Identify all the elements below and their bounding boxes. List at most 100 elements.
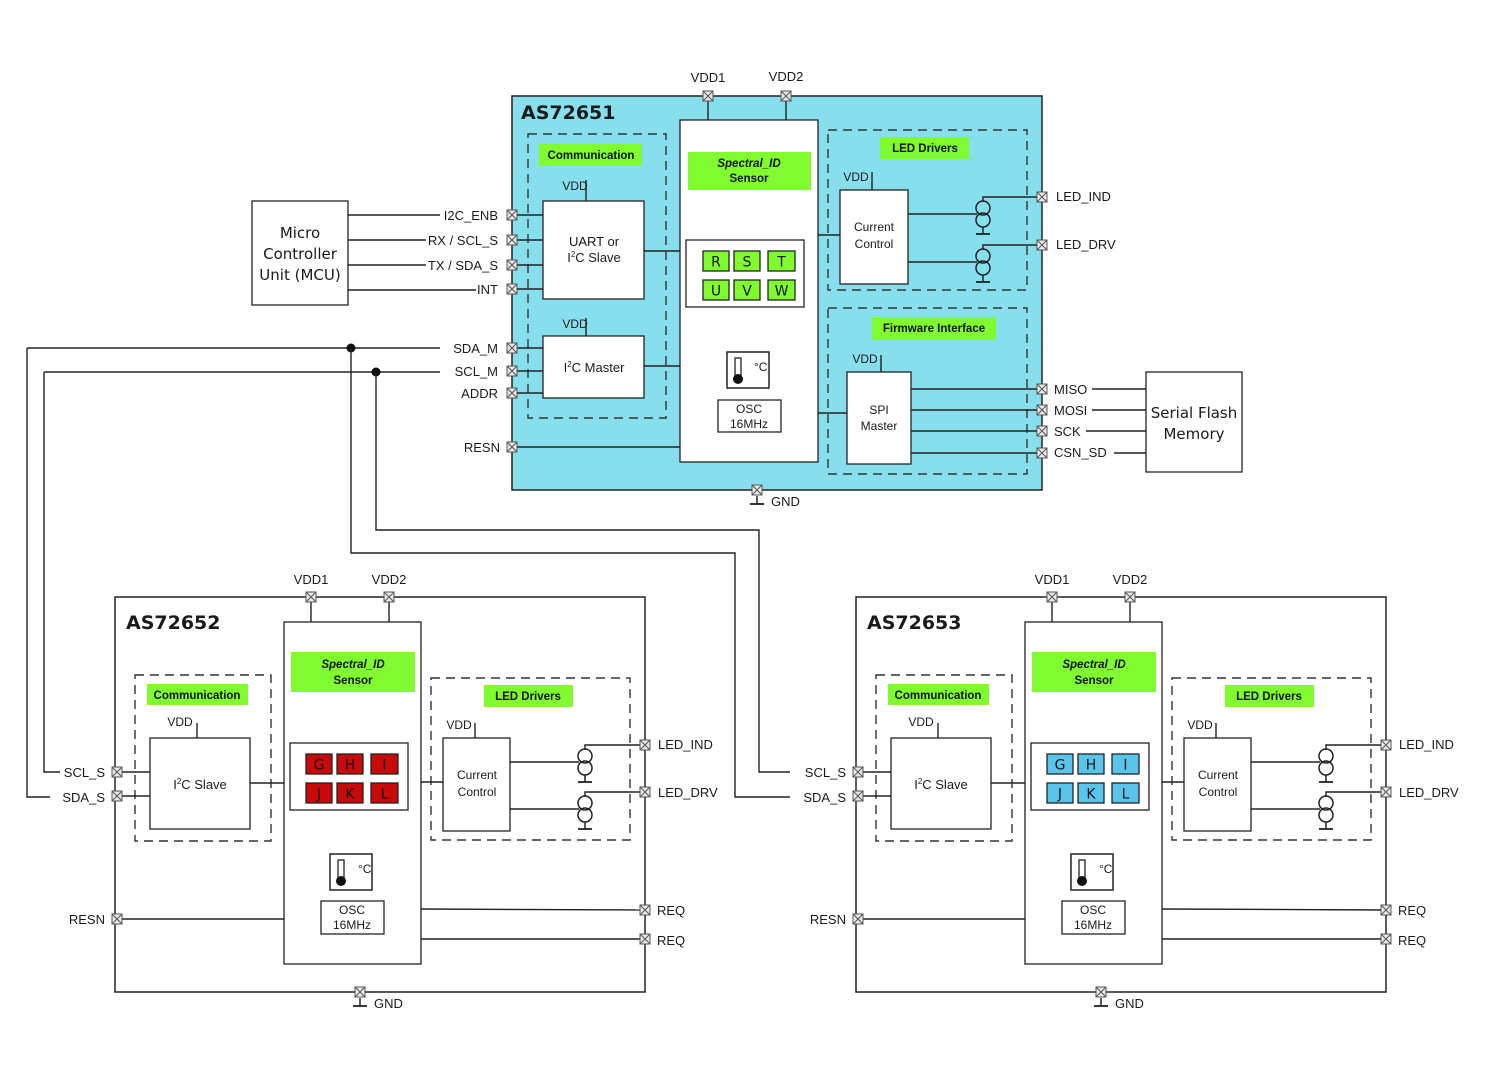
- sensor-tag-line1: Spectral_ID: [321, 659, 384, 671]
- sensor-cell-label: K: [1086, 787, 1096, 803]
- cc-line2: Control: [855, 237, 894, 251]
- pin-pad-icon: [1036, 239, 1048, 251]
- vdd2-label: VDD2: [1113, 572, 1148, 587]
- sensor-cell: [336, 753, 364, 775]
- pin-pad-icon: [506, 441, 518, 453]
- pin-led-drv: LED_DRV: [1399, 785, 1459, 800]
- temp-unit: °C: [1099, 862, 1113, 876]
- pin-sda-s: SDA_S: [62, 790, 105, 805]
- osc-line1: OSC: [1080, 903, 1106, 917]
- pin-pad-icon: [506, 342, 518, 354]
- firmware-interface-tag: [872, 317, 996, 340]
- gnd-label: GND: [771, 494, 800, 509]
- serial-flash-memory: Serial Flash Memory: [1086, 371, 1243, 473]
- pin-pad-icon: [354, 986, 366, 998]
- mcu-block: Micro Controller Unit (MCU): [251, 200, 349, 306]
- i2c-bus-wires: [26, 343, 790, 798]
- pin-pad-icon: [780, 90, 792, 102]
- pin-pad-icon: [1036, 383, 1048, 395]
- ground-icon: [352, 997, 368, 1007]
- sensor-cell-label: L: [1122, 787, 1130, 803]
- pin-pad-icon: [506, 259, 518, 271]
- led-drivers-tag: [1225, 685, 1314, 707]
- communication-tag-label: Communication: [548, 150, 635, 162]
- sensor-cell: [370, 753, 399, 775]
- pin-pad-icon: [111, 766, 123, 778]
- sensor-cell: [1111, 753, 1140, 775]
- pin-sck: SCK: [1054, 424, 1081, 439]
- pin-resn: RESN: [810, 912, 846, 927]
- sensor-cell: [1111, 782, 1140, 804]
- pin-pad-icon: [383, 591, 395, 603]
- pin-pad-icon: [639, 786, 651, 798]
- communication-group: [875, 674, 1013, 842]
- sensor-cell: [305, 753, 333, 775]
- chip-title: AS72651: [521, 102, 616, 124]
- pin-req: REQ: [657, 933, 685, 948]
- led-drivers-tag-label: LED Drivers: [1236, 691, 1302, 703]
- cc-line1: Current: [854, 220, 895, 234]
- led-drivers-tag-label: LED Drivers: [495, 691, 561, 703]
- pin-req: REQ: [1398, 933, 1426, 948]
- osc-line1: OSC: [339, 903, 365, 917]
- led-drivers-tag: [484, 685, 573, 707]
- pin-resn: RESN: [69, 912, 105, 927]
- temp-unit: °C: [754, 360, 768, 374]
- communication-group: [134, 674, 272, 842]
- spectral-sensor-tag: [1032, 652, 1156, 692]
- sensor-cell-label: R: [711, 255, 721, 271]
- flash-line1: Serial Flash: [1151, 404, 1238, 422]
- pin-pad-icon: [506, 209, 518, 221]
- chip-title: AS72653: [867, 612, 962, 634]
- cc-line1: Current: [1198, 768, 1239, 782]
- pin-pad-icon: [852, 790, 864, 802]
- pin-miso: MISO: [1054, 382, 1087, 397]
- sensor-cell: [1046, 782, 1074, 804]
- sensor-cell: [370, 782, 399, 804]
- pin-pad-icon: [111, 913, 123, 925]
- pin-pad-icon: [1036, 191, 1048, 203]
- pin-pad-icon: [639, 739, 651, 751]
- communication-tag-label: Communication: [895, 690, 982, 702]
- pin-scl-m: SCL_M: [455, 364, 498, 379]
- sensor-cell-label: V: [742, 284, 752, 300]
- vdd-label: VDD: [843, 170, 869, 184]
- i2c-master-block: [542, 335, 645, 399]
- pin-req: REQ: [1398, 903, 1426, 918]
- vdd1-label: VDD1: [294, 572, 329, 587]
- sensor-cell-label: G: [1055, 758, 1066, 774]
- vdd2-label: VDD2: [769, 69, 804, 84]
- vdd1-label: VDD1: [691, 70, 726, 85]
- vdd2-label: VDD2: [372, 572, 407, 587]
- mcu-wires: [348, 214, 476, 291]
- oscillator-block: [320, 900, 385, 935]
- osc-line1: OSC: [736, 402, 762, 416]
- i2c-slave-label: I2C Slave: [173, 777, 227, 792]
- sensor-cell-label: H: [345, 758, 356, 774]
- communication-tag-label: Communication: [154, 690, 241, 702]
- pin-pad-icon: [1046, 591, 1058, 603]
- cc-line2: Control: [1199, 785, 1238, 799]
- firmware-interface-tag-label: Firmware Interface: [883, 323, 985, 335]
- temp-unit: °C: [358, 862, 372, 876]
- pin-pad-icon: [1036, 447, 1048, 459]
- pin-pad-icon: [639, 904, 651, 916]
- cc-line2: Control: [458, 785, 497, 799]
- pin-pad-icon: [1095, 986, 1107, 998]
- pin-pad-icon: [1380, 786, 1392, 798]
- sensor-cell-label: L: [381, 787, 389, 803]
- pin-rx-scl-s: RX / SCL_S: [428, 233, 498, 248]
- sensor-cell-label: S: [743, 255, 752, 271]
- oscillator-block: [717, 399, 782, 433]
- pin-mosi: MOSI: [1054, 403, 1087, 418]
- communication-group: [527, 133, 667, 419]
- mcu-label-line1: Micro: [280, 224, 320, 242]
- sensor-tag-line1: Spectral_ID: [1062, 659, 1125, 671]
- pin-int: INT: [477, 282, 498, 297]
- pin-resn: RESN: [464, 440, 500, 455]
- chip-as72651: AS72651 VDD1 VDD2 Communication VDD UART…: [428, 69, 1116, 509]
- pin-pad-icon: [506, 234, 518, 246]
- sensor-cell-label: W: [775, 284, 789, 300]
- ground-icon: [749, 495, 765, 505]
